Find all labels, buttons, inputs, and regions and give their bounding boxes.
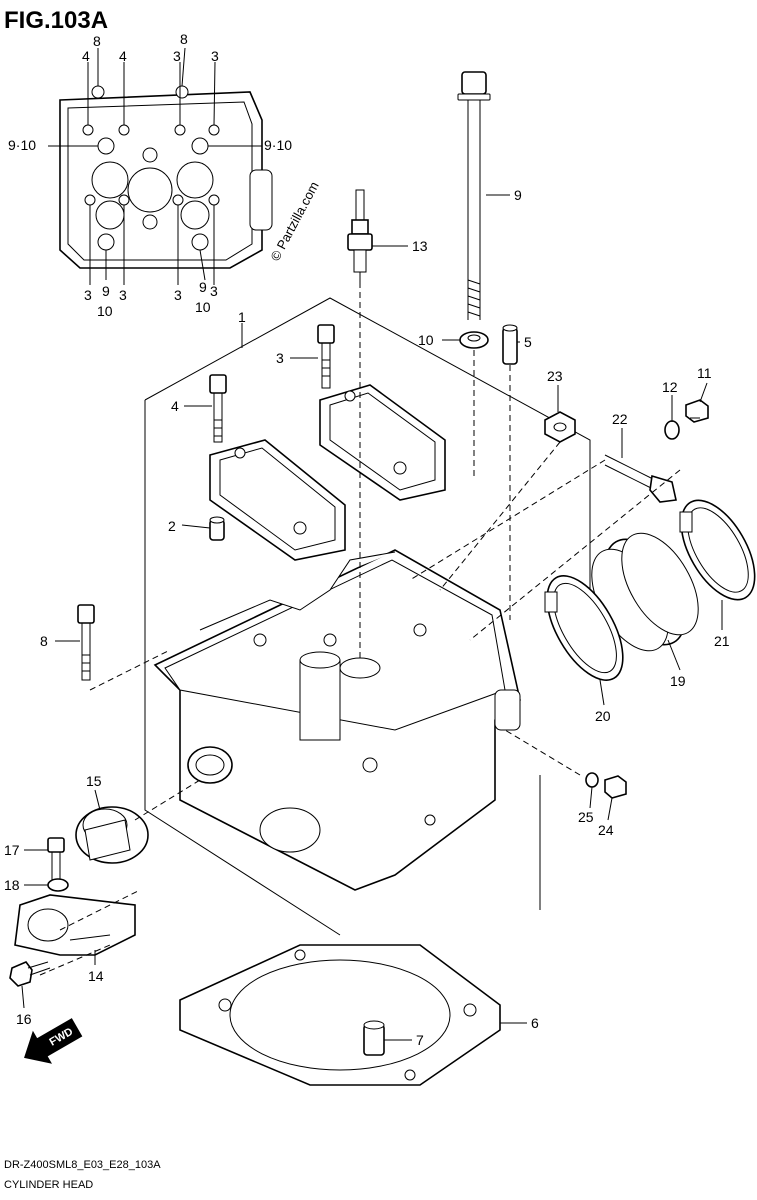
callout-14: 14 [88,968,104,984]
clamp-21 [679,499,756,601]
callout-5: 5 [524,334,532,350]
inset-top-view [48,47,273,285]
callout-3: 3 [276,350,284,366]
callout-15: 15 [86,773,102,789]
assembly-outline [144,297,591,936]
dowel-pin [209,516,225,541]
inset-label-8: 8 [180,31,188,47]
head-gasket [179,944,501,1086]
callout-12: 12 [662,379,678,395]
callout-22: 22 [612,411,628,427]
inset-label-4: 4 [119,48,127,64]
fwd-arrow [24,1018,83,1064]
thermostat-cap [14,894,136,956]
cam-holder-front [209,439,346,561]
bolt-16 [9,961,51,987]
callout-21: 21 [714,633,730,649]
inset-label-9-10: 9·10 [264,137,292,153]
inset-label-9: 9 [102,283,110,299]
figure-caption: CYLINDER HEAD [4,1179,93,1191]
bolt-8 [77,604,95,681]
inset-label-3: 3 [84,287,92,303]
bolt-11 [685,399,709,423]
callout-18: 18 [4,877,20,893]
cam-holder-rear [319,384,446,501]
bolt-4 [209,374,227,443]
callout-2: 2 [168,518,176,534]
callout-23: 23 [547,368,563,384]
leader-lines [21,194,723,1041]
callout-7: 7 [416,1032,424,1048]
figure-title: FIG.103A [4,7,108,34]
inset-label-4: 4 [82,48,90,64]
inset-label-10: 10 [195,299,211,315]
washer-12 [664,420,680,440]
thermostat [75,806,149,864]
callout-6: 6 [531,1015,539,1031]
bolt-3 [317,324,335,389]
inset-label-10: 10 [97,303,113,319]
spark-plug [347,189,373,282]
clamp-20 [544,575,624,681]
inset-label-9-10: 9·10 [8,137,36,153]
callout-11: 11 [697,365,712,381]
inset-label-3: 3 [211,48,219,64]
watermark: © Partzilla.com [267,179,321,263]
dowel-7 [363,1020,385,1056]
callout-13: 13 [412,238,428,254]
inset-label-3: 3 [174,287,182,303]
washer-25 [585,772,599,788]
inset-label-3: 3 [210,283,218,299]
inset-label-3: 3 [173,48,181,64]
callout-20: 20 [595,708,611,724]
stud-5 [502,324,518,365]
callout-8: 8 [40,633,48,649]
cylinder-head [153,549,521,891]
inset-label-9: 9 [199,279,207,295]
callout-4: 4 [171,398,179,414]
washer-10 [459,331,489,349]
callout-16: 16 [16,1011,32,1027]
bolt-24 [604,775,627,799]
model-code: DR-Z400SML8_E03_E28_103A [4,1159,161,1171]
bolt-22 [604,454,677,503]
callout-24: 24 [598,822,614,838]
inset-label-3: 3 [119,287,127,303]
nut-23 [544,411,576,443]
head-bolt-9 [457,71,491,320]
bolt-17 [47,837,65,881]
callout-1: 1 [238,309,246,325]
inset-label-8: 8 [93,33,101,49]
callout-9: 9 [514,187,522,203]
callout-19: 19 [670,673,686,689]
callout-25: 25 [578,809,594,825]
washer-18 [47,878,69,892]
callout-10: 10 [418,332,434,348]
callout-17: 17 [4,842,20,858]
